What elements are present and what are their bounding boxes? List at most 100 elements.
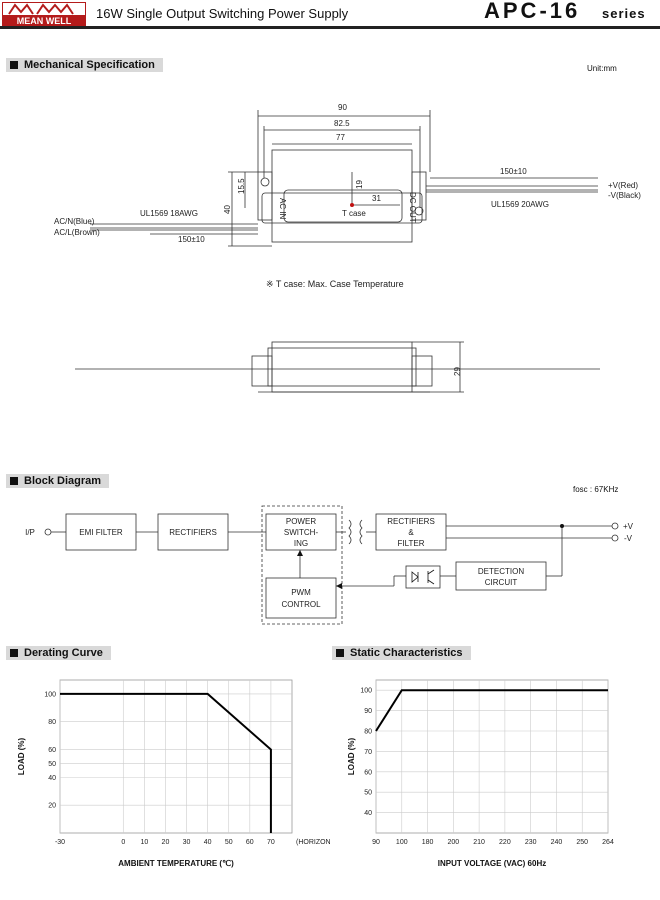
tcase-note: ※ T case: Max. Case Temperature	[266, 279, 404, 289]
dc-out-label: DC OUT	[408, 192, 417, 223]
x-tick-label: 20	[162, 839, 170, 846]
y-tick-label: 60	[364, 769, 372, 776]
ac-in-label: AC IN	[278, 198, 287, 220]
plot-area	[375, 679, 609, 834]
side-view-case	[271, 341, 413, 393]
unit-label: Unit:mm	[587, 64, 617, 73]
block-diagram: I/P EMI FILTER RECTIFIERS POWER SWITCH- …	[25, 505, 634, 625]
mw-logo-icon	[8, 3, 74, 15]
x-tick-label: 50	[225, 839, 233, 846]
orientation-label: (HORIZONTAL)	[296, 839, 330, 846]
dim-29: 29	[453, 367, 462, 376]
emi-filter-label: EMI FILTER	[79, 528, 123, 537]
x-tick-label: 70	[267, 839, 275, 846]
tcase-label: T case	[342, 209, 366, 218]
series-line	[375, 689, 608, 732]
vpos-label: +V	[623, 522, 634, 531]
y-tick-label: 90	[364, 708, 372, 715]
x-tick-label: 240	[551, 839, 563, 846]
y-tick-label: 80	[48, 719, 56, 726]
y-tick-label: 40	[48, 775, 56, 782]
y-tick-label: 50	[364, 790, 372, 797]
ul-left: UL1569 18AWG	[140, 209, 198, 218]
pwm-label-1: PWM	[291, 588, 311, 597]
y-tick-label: 40	[364, 810, 372, 817]
x-tick-label: 210	[473, 839, 485, 846]
x-axis-label: AMBIENT TEMPERATURE (℃)	[118, 859, 234, 868]
dashed-enclosure	[261, 505, 343, 625]
x-tick-label: 40	[204, 839, 212, 846]
series-suffix: series	[602, 6, 646, 21]
top-view-case	[271, 149, 413, 243]
pwm-label-2: CONTROL	[281, 600, 321, 609]
x-tick-label: 220	[499, 839, 511, 846]
x-tick-label: 180	[422, 839, 434, 846]
tcase-point-icon	[350, 203, 354, 207]
rectifiers-label: RECTIFIERS	[169, 528, 217, 537]
pwm-control-box	[265, 577, 337, 619]
dim-150-right: 150±10	[500, 167, 527, 176]
dim-40: 40	[223, 205, 232, 214]
section-heading-derating: Derating Curve	[6, 646, 111, 660]
bullet-square-icon	[336, 649, 344, 657]
y-tick-label: 20	[48, 803, 56, 810]
x-axis-label: INPUT VOLTAGE (VAC) 60Hz	[438, 859, 546, 868]
dim-15-5: 15.5	[237, 178, 246, 194]
section-heading-mechanical: Mechanical Specification	[6, 58, 163, 72]
ul-right: UL1569 20AWG	[491, 200, 549, 209]
y-axis-label: LOAD (%)	[17, 738, 26, 776]
header-rule	[0, 26, 660, 29]
power-label-2: SWITCH-	[284, 528, 319, 537]
rect2-label-3: FILTER	[398, 539, 425, 548]
vpos-wire-label: +V(Red)	[608, 181, 638, 190]
x-tick-label: 0	[121, 839, 125, 846]
dim-77: 77	[336, 133, 345, 142]
series-line	[60, 692, 272, 833]
y-axis-label: LOAD (%)	[347, 738, 356, 776]
y-tick-label: 100	[360, 688, 372, 695]
power-label-3: ING	[294, 539, 308, 548]
y-tick-label: 100	[44, 691, 56, 698]
logo-text: MEAN WELL	[3, 15, 85, 27]
plot-area	[59, 679, 293, 834]
dim-150-left: 150±10	[178, 235, 205, 244]
opto-coupler-icon	[411, 569, 435, 585]
rect2-label-2: &	[408, 528, 414, 537]
ac-n-label: AC/N(Blue)	[54, 217, 95, 226]
rect2-label-1: RECTIFIERS	[387, 517, 435, 526]
power-label-1: POWER	[286, 517, 316, 526]
left-ear	[257, 171, 273, 221]
right-ear	[411, 171, 427, 221]
x-tick-label: 30	[183, 839, 191, 846]
mean-well-logo: MEAN WELL	[2, 2, 86, 28]
mechanical-drawing: 90 82.5 77 19 31 T case 40 15.5 150±10 1…	[54, 103, 641, 393]
vneg-wire-label: -V(Black)	[608, 191, 641, 200]
opto-coupler-box	[405, 565, 441, 589]
section-heading-block: Block Diagram	[6, 474, 110, 488]
document-title: 16W Single Output Switching Power Supply	[96, 6, 349, 21]
x-tick-label: 90	[372, 839, 380, 846]
ac-l-label: AC/L(Brown)	[54, 228, 100, 237]
vneg-label: -V	[624, 534, 633, 543]
dim-31: 31	[372, 194, 381, 203]
det-label-2: CIRCUIT	[485, 578, 518, 587]
x-tick-label: 100	[396, 839, 408, 846]
x-tick-label: 200	[447, 839, 459, 846]
bullet-square-icon	[10, 61, 18, 69]
series-name: APC-16	[484, 0, 581, 23]
bullet-square-icon	[10, 649, 18, 657]
fosc-label: fosc : 67KHz	[573, 485, 619, 494]
dim-19: 19	[355, 180, 364, 189]
x-tick-label: 230	[525, 839, 537, 846]
x-tick-label: 250	[576, 839, 588, 846]
x-tick-label: -30	[55, 839, 65, 846]
ip-label: I/P	[25, 528, 35, 537]
y-tick-label: 50	[48, 761, 56, 768]
dim-90: 90	[338, 103, 347, 112]
det-label-1: DETECTION	[478, 567, 524, 576]
y-tick-label: 60	[48, 747, 56, 754]
dim-82-5: 82.5	[334, 119, 350, 128]
bullet-square-icon	[10, 477, 18, 485]
